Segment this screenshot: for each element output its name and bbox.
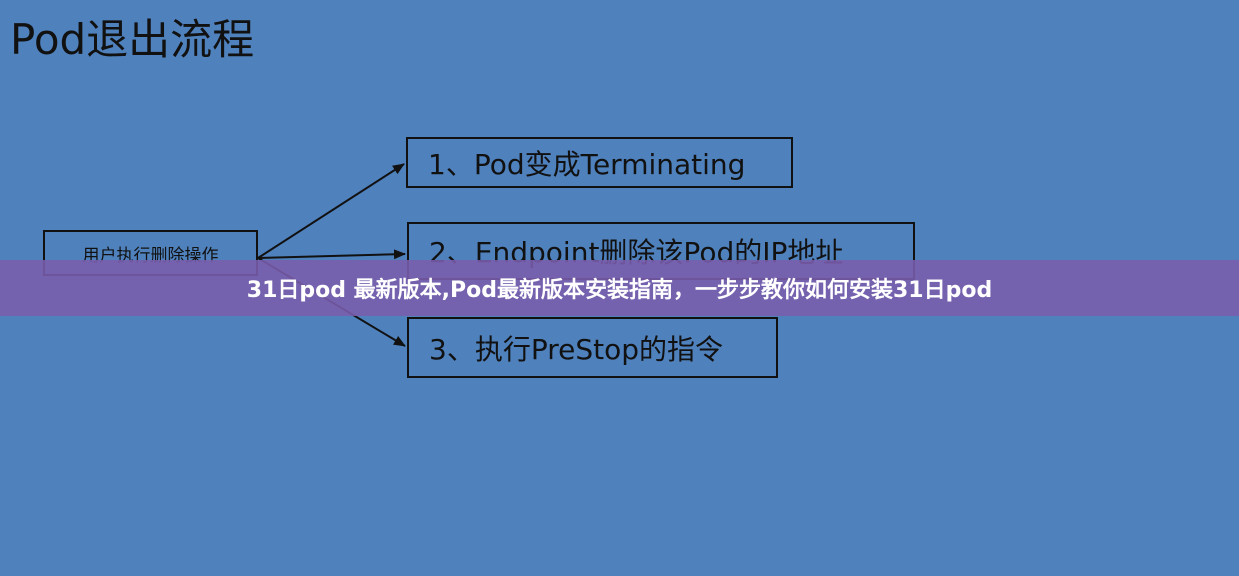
arrow-to-step-1 — [257, 163, 405, 259]
step-3-box: 3、执行PreStop的指令 — [407, 317, 778, 378]
title-banner: 31日pod 最新版本,Pod最新版本安装指南，一步步教你如何安装31日pod — [0, 260, 1239, 316]
slide-title: Pod退出流程 — [10, 15, 255, 64]
step-1-box: 1、Pod变成Terminating — [406, 137, 793, 188]
banner-text: 31日pod 最新版本,Pod最新版本安装指南，一步步教你如何安装31日pod — [246, 278, 993, 303]
arrow-to-step-2 — [257, 249, 406, 260]
